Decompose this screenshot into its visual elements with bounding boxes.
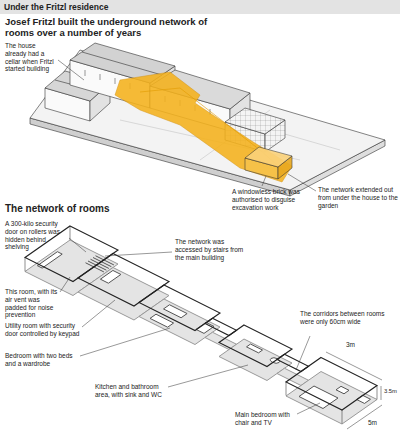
underground-network (115, 72, 292, 182)
callout: This room, with its air vent was padded … (5, 288, 63, 319)
title: Under the Fritzl residence (4, 2, 108, 12)
brick-shed (245, 147, 292, 179)
leader-line (60, 238, 320, 414)
callout: The house already had a cellar when Frit… (5, 42, 57, 73)
callout: Main bedroom with chair and TV (235, 411, 297, 427)
dimension-label: 5m (368, 419, 377, 427)
dimension-label: 3m (346, 341, 355, 349)
dimension-label: 3.5m (384, 388, 397, 395)
dimension-line (326, 352, 382, 429)
callout: A 300-kilo security door on rollers was … (5, 220, 67, 251)
section-heading: The network of rooms (5, 203, 109, 215)
callout: A windowless brick was authorised to dis… (232, 188, 312, 211)
callout: The corridors between rooms were only 60… (300, 310, 390, 326)
callout: The network was accessed by stairs from … (175, 238, 249, 261)
callout: Kitchen and bathroom area, with sink and… (95, 383, 171, 399)
callout: The network extended out from under the … (318, 186, 398, 209)
heading: Josef Fritzl built the underground netwo… (5, 16, 220, 39)
plot (30, 50, 385, 196)
leader-line (58, 60, 316, 191)
callout: Bedroom with two beds and a wardrobe (5, 352, 79, 368)
callout: Utility room with security door controll… (5, 322, 81, 338)
